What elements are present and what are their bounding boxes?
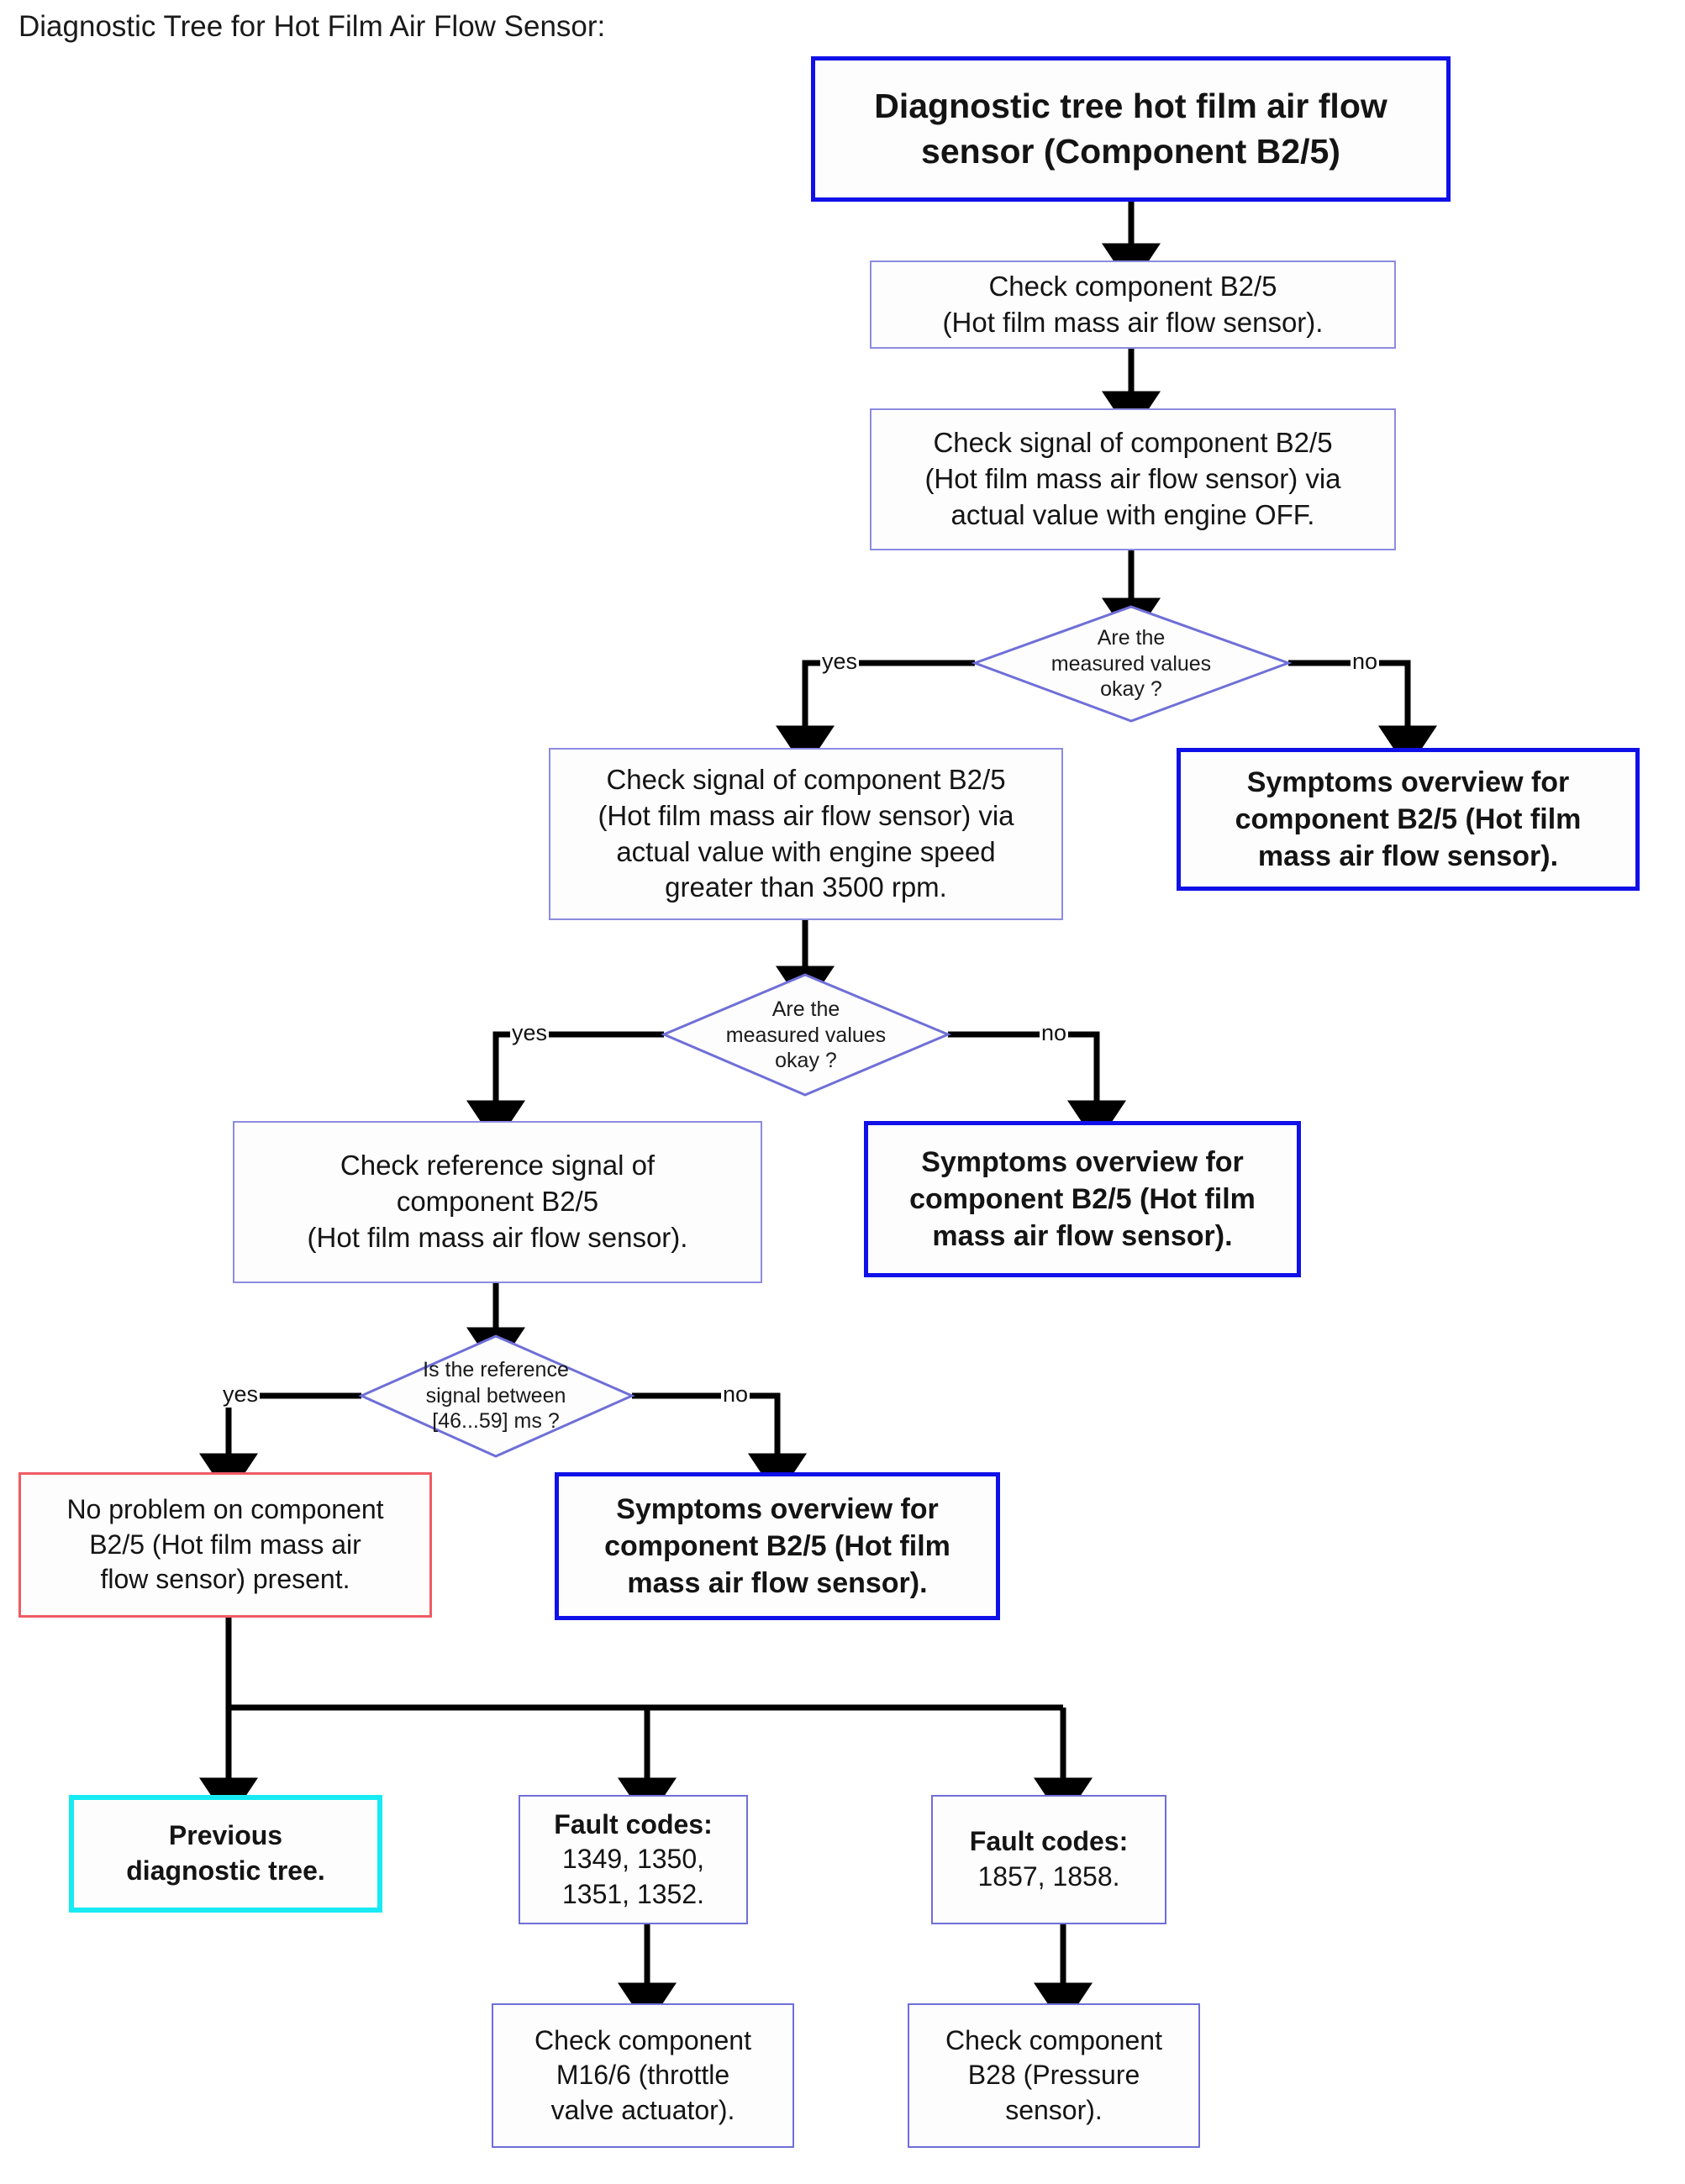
symptoms-3-line2: component B2/5 (Hot film bbox=[604, 1529, 950, 1562]
check-ref-line1: Check reference signal of bbox=[340, 1150, 656, 1181]
decision-3-line3: [46...59] ms ? bbox=[432, 1409, 560, 1434]
symptoms-1-line3: mass air flow sensor). bbox=[1257, 840, 1559, 873]
check-m16-line1: Check component bbox=[534, 2024, 751, 2055]
node-check-signal-off-line1: Check signal of component B2/5 bbox=[933, 427, 1333, 459]
fault-codes-a-header: Fault codes: bbox=[554, 1808, 713, 1839]
page-title: Diagnostic Tree for Hot Film Air Flow Se… bbox=[18, 10, 606, 43]
no-problem-line1: No problem on component bbox=[66, 1494, 384, 1525]
decision-2-line2: measured values bbox=[725, 1023, 887, 1047]
node-symptoms-overview-3[interactable]: Symptoms overview for component B2/5 (Ho… bbox=[555, 1472, 1000, 1620]
no-problem-line2: B2/5 (Hot film mass air bbox=[89, 1529, 361, 1560]
node-check-signal-engine-off[interactable]: Check signal of component B2/5 (Hot film… bbox=[870, 408, 1396, 550]
check-3500-line3: actual value with engine speed bbox=[616, 835, 996, 867]
node-check-component-line2: (Hot film mass air flow sensor). bbox=[942, 306, 1324, 338]
previous-tree-line1: Previous bbox=[168, 1820, 283, 1851]
fault-codes-a-line2: 1349, 1350, bbox=[561, 1844, 705, 1875]
symptoms-2-line1: Symptoms overview for bbox=[921, 1145, 1244, 1178]
decision-3-line1: Is the reference bbox=[423, 1358, 569, 1382]
node-symptoms-overview-1[interactable]: Symptoms overview for component B2/5 (Ho… bbox=[1177, 748, 1640, 891]
check-b28-line2: B28 (Pressure bbox=[967, 2060, 1140, 2091]
check-3500-line2: (Hot film mass air flow sensor) via bbox=[598, 799, 1014, 831]
check-3500-line4: greater than 3500 rpm. bbox=[665, 871, 947, 903]
node-check-component-line1: Check component B2/5 bbox=[988, 270, 1277, 302]
node-fault-codes-b[interactable]: Fault codes: 1857, 1858. bbox=[931, 1795, 1166, 1924]
decision-2-shape bbox=[661, 973, 951, 1097]
check-ref-line2: component B2/5 bbox=[396, 1186, 599, 1218]
node-fault-codes-a[interactable]: Fault codes: 1349, 1350, 1351, 1352. bbox=[519, 1795, 748, 1924]
decision-1-label[interactable]: Are the measured values okay ? bbox=[1017, 618, 1245, 709]
decision-1-yes-label: yes bbox=[820, 649, 860, 675]
decision-3-shape bbox=[358, 1334, 635, 1458]
decision-1-line2: measured values bbox=[1050, 651, 1212, 676]
decision-1-shape bbox=[971, 605, 1293, 723]
check-m16-line2: M16/6 (throttle bbox=[556, 2060, 730, 2091]
symptoms-2-line3: mass air flow sensor). bbox=[932, 1220, 1233, 1253]
decision-3-no-label: no bbox=[721, 1381, 750, 1408]
node-symptoms-overview-2[interactable]: Symptoms overview for component B2/5 (Ho… bbox=[864, 1121, 1301, 1277]
decision-1-line3: okay ? bbox=[1100, 677, 1162, 702]
symptoms-2-line2: component B2/5 (Hot film bbox=[909, 1182, 1256, 1215]
symptoms-1-line2: component B2/5 (Hot film bbox=[1235, 803, 1582, 835]
node-check-b28[interactable]: Check component B28 (Pressure sensor). bbox=[908, 2003, 1200, 2148]
decision-3-yes-label: yes bbox=[221, 1381, 261, 1408]
node-check-reference-signal[interactable]: Check reference signal of component B2/5… bbox=[233, 1121, 762, 1283]
previous-tree-line2: diagnostic tree. bbox=[126, 1855, 325, 1886]
fault-codes-b-line2: 1857, 1858. bbox=[977, 1861, 1120, 1892]
decision-3-line2: signal between bbox=[425, 1383, 566, 1408]
node-check-component[interactable]: Check component B2/5 (Hot film mass air … bbox=[870, 261, 1396, 349]
node-previous-diagnostic-tree[interactable]: Previous diagnostic tree. bbox=[69, 1795, 382, 1913]
node-root-label: Diagnostic tree hot film air flow sensor… bbox=[874, 87, 1387, 171]
no-problem-line3: flow sensor) present. bbox=[100, 1564, 350, 1595]
decision-3-label[interactable]: Is the reference signal between [46...59… bbox=[385, 1350, 607, 1441]
node-check-signal-off-line2: (Hot film mass air flow sensor) via bbox=[924, 463, 1341, 495]
node-no-problem[interactable]: No problem on component B2/5 (Hot film m… bbox=[18, 1472, 432, 1618]
check-3500-line1: Check signal of component B2/5 bbox=[606, 763, 1006, 795]
check-m16-line3: valve actuator). bbox=[550, 2094, 735, 2125]
fault-codes-b-header: Fault codes: bbox=[969, 1826, 1129, 1857]
decision-1-no-label: no bbox=[1351, 649, 1380, 675]
symptoms-3-line3: mass air flow sensor). bbox=[627, 1567, 928, 1600]
decision-2-no-label: no bbox=[1040, 1020, 1069, 1046]
check-ref-line3: (Hot film mass air flow sensor). bbox=[307, 1221, 688, 1253]
node-check-m16-6[interactable]: Check component M16/6 (throttle valve ac… bbox=[492, 2003, 794, 2148]
decision-1-line1: Are the bbox=[1097, 626, 1166, 650]
check-b28-line3: sensor). bbox=[1005, 2094, 1103, 2125]
decision-2-line3: okay ? bbox=[775, 1049, 837, 1073]
decision-2-line1: Are the bbox=[771, 997, 840, 1022]
node-check-signal-3500rpm[interactable]: Check signal of component B2/5 (Hot film… bbox=[549, 748, 1063, 920]
symptoms-3-line1: Symptoms overview for bbox=[616, 1492, 939, 1525]
decision-2-label[interactable]: Are the measured values okay ? bbox=[692, 990, 919, 1081]
node-root[interactable]: Diagnostic tree hot film air flow sensor… bbox=[811, 56, 1451, 202]
fault-codes-a-line3: 1351, 1352. bbox=[561, 1878, 705, 1909]
symptoms-1-line1: Symptoms overview for bbox=[1246, 766, 1570, 798]
check-b28-line1: Check component bbox=[945, 2024, 1162, 2055]
node-check-signal-off-line3: actual value with engine OFF. bbox=[950, 498, 1315, 530]
decision-2-yes-label: yes bbox=[510, 1020, 550, 1046]
